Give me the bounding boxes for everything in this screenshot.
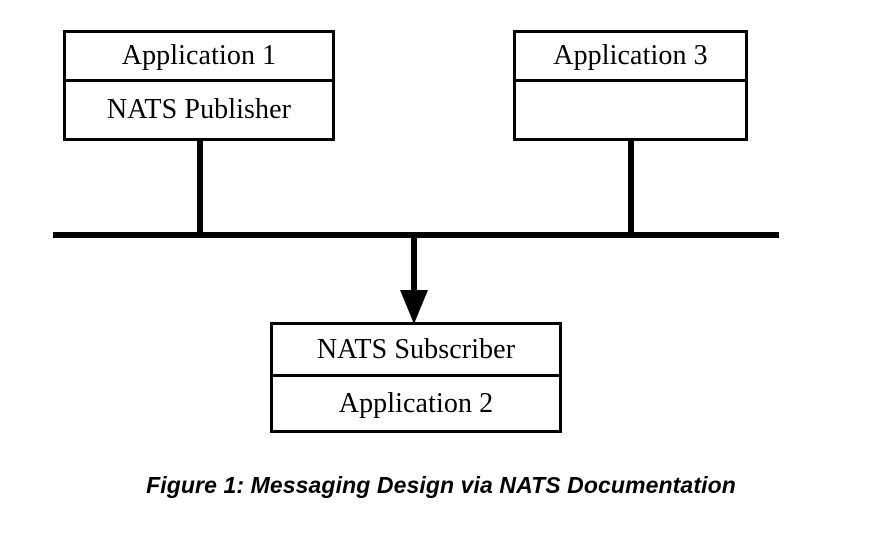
node-application-3-title: Application 3 [516,33,745,82]
node-application-1: Application 1 NATS Publisher [63,30,335,141]
arrow-bus-to-subscriber-icon [398,232,430,324]
figure-caption: Figure 1: Messaging Design via NATS Docu… [146,472,736,498]
node-application-2-role: NATS Subscriber [273,325,559,377]
node-application-3: Application 3 [513,30,748,141]
node-application-2-title: Application 2 [338,387,494,419]
connector-app1-to-bus [197,140,203,235]
node-application-1-role: NATS Publisher [106,94,292,125]
node-application-1-title: Application 1 [66,33,332,82]
connector-app3-to-bus [628,140,634,235]
node-application-3-role [516,82,745,138]
node-application-2: NATS Subscriber Application 2 [270,322,562,433]
